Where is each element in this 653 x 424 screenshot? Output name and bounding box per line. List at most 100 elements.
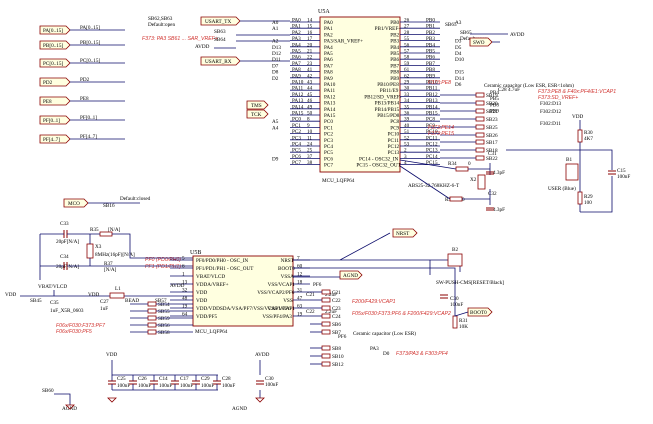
port-bus-label-4: PE8 (80, 96, 89, 102)
u5b-sb-5 (321, 329, 331, 335)
port-2[interactable] (39, 58, 71, 68)
r29 (577, 191, 583, 205)
u5a-left-pin-num-15: 50 (307, 111, 313, 117)
bcap-val-0: 100nF (117, 383, 130, 389)
c15-ref: C15 (617, 168, 626, 174)
vdd-left: VDD (5, 292, 16, 298)
f373-note-2: F373:SD_VREF+ (538, 95, 578, 101)
u5b-right-pin-name-2: VSSA (281, 274, 295, 280)
bead-sb-4 (147, 329, 157, 335)
u5a-footer: MCU_LQFP64 (322, 178, 355, 184)
u5b-sb-label-2: C23 (332, 306, 341, 312)
x2-crystal (477, 174, 486, 190)
mco-port[interactable] (63, 198, 89, 208)
nrst-port[interactable] (392, 228, 418, 238)
tck-port[interactable] (246, 109, 269, 119)
u5a-left-pin-name-11: PA11 (324, 88, 336, 94)
port-label-3: PD2 (43, 80, 53, 86)
u5a-right-pin-num-4: 56 (404, 42, 410, 48)
bcap-val-1: 100nF (138, 383, 151, 389)
pb-sb-label-6: SB17 (486, 140, 498, 146)
u5a-left-arduino-3: A2 (272, 39, 279, 45)
boot0-port[interactable] (467, 307, 493, 317)
sb63-label: SB63 (214, 29, 226, 35)
u5a-right-arduino-10: D6 (455, 82, 462, 88)
u5a-left-pin-num-11: 44 (307, 86, 313, 92)
bcap-val-4: 100nF (201, 383, 214, 389)
u5a-right-net-13: PB13 (426, 98, 438, 104)
u5a-left-pin-num-0: 14 (307, 18, 313, 24)
u5a-right-pin-num-18: 51 (404, 129, 410, 135)
mco-block: MCO SB16 Default:closed (63, 195, 151, 209)
r31-val: 10K (459, 324, 468, 330)
port-1[interactable] (39, 40, 71, 50)
u5a-left-pin-num-20: 24 (307, 142, 313, 148)
port-4[interactable] (39, 96, 71, 106)
u5a-right-pin-name-15: PB15/PD8 (377, 113, 400, 119)
nrst-wires (293, 232, 461, 275)
bead-sb-label-2: SB59 (158, 316, 170, 322)
f302-note-6: F302:D12 (540, 109, 561, 115)
u5a-right-pin-num-17: 40 (404, 123, 410, 129)
pb-sb-7 (475, 147, 485, 153)
u5a-right-net-17: PC9 (426, 123, 435, 129)
u5a-left-pin-num-8: 41 (307, 67, 313, 73)
c35-val: 1uF_X5R_0603 (50, 308, 84, 314)
u5a-right-arduino-8: D15 (455, 70, 464, 76)
u5b-right-pin-name-5: VSS (283, 298, 293, 304)
user-button[interactable] (565, 163, 579, 181)
port-bus-label-6: PF[4..7] (80, 134, 97, 140)
usart-tx-port[interactable] (200, 16, 241, 26)
bottom-c30-ref: C30 (265, 376, 274, 382)
u5a-left-net-12: PA12 (292, 92, 304, 98)
mco-note: Default:closed (120, 195, 151, 202)
u5a-right-arduino-6: D10 (455, 57, 464, 63)
u5a-right-pin-name-13: PB13/PB14 (375, 101, 400, 107)
u5a-right-pin-name-6: PB6 (390, 57, 399, 63)
u5a-left-pin-name-0: PA0 (324, 20, 333, 26)
c30-ref: C30 (450, 296, 459, 302)
u5a-right-pin-name-22: PC14 - OSC32_IN (359, 156, 398, 162)
u5b-left-pin-num-6: 19 (182, 304, 188, 310)
u5a-left-net-14: PA14 (292, 104, 304, 110)
pb-sb-label-8: SB22 (486, 156, 498, 162)
u5b-left-pin-name-5: VDD (196, 298, 207, 304)
u5a-right-pin-num-19: 52 (404, 135, 410, 141)
u5b-sb-label-7: SB10 (332, 354, 344, 360)
tms-port[interactable] (246, 100, 269, 110)
boot0-wires (293, 267, 469, 317)
u5a-right-arduino-3: D3 (455, 39, 462, 45)
u5a-right-net-10: PB10 (426, 80, 438, 86)
pb-sb-label-7: SB18 (486, 148, 498, 154)
agnd-port[interactable] (339, 270, 363, 280)
nrst-block: NRST B2 SW-PUSH-CMS[RESET/Black] C30 100… (293, 228, 504, 330)
c-note-0: F200/F429:VCAP1 (352, 299, 396, 305)
c22-val: 2.2uF (325, 309, 337, 315)
port-5[interactable] (39, 115, 71, 125)
swo-port[interactable] (469, 37, 493, 47)
u5a-left-pin-name-22: PC6 (324, 156, 333, 162)
u5b-ref: U5B (190, 250, 201, 256)
bead-sb-2 (147, 315, 157, 321)
u5a-left-arduino-9: D2 (272, 76, 279, 82)
usart-rx-port[interactable] (200, 56, 241, 66)
port-6[interactable] (39, 134, 71, 144)
u5b-left-pin-num-7: 64 (182, 312, 188, 318)
bead-sb-label-0: SB54 (158, 302, 170, 308)
c28-val: 4.7uF (508, 87, 520, 93)
c21-val: 2.2uF (325, 292, 337, 298)
u5a-left-pin-name-18: PC2 (324, 132, 333, 138)
port-3[interactable] (39, 77, 71, 87)
u5a-right-pin-name-9: PB9 (390, 76, 399, 82)
bcap-ref-5: C28 (222, 376, 231, 382)
r36-val: 0 (462, 197, 465, 203)
reset-button[interactable] (447, 253, 463, 267)
u5a-left-net-23: PC7 (292, 160, 301, 166)
pb-net-2: PB8 (490, 102, 499, 108)
u5a-left-pin-num-13: 46 (307, 98, 313, 104)
port-0[interactable] (39, 25, 71, 35)
